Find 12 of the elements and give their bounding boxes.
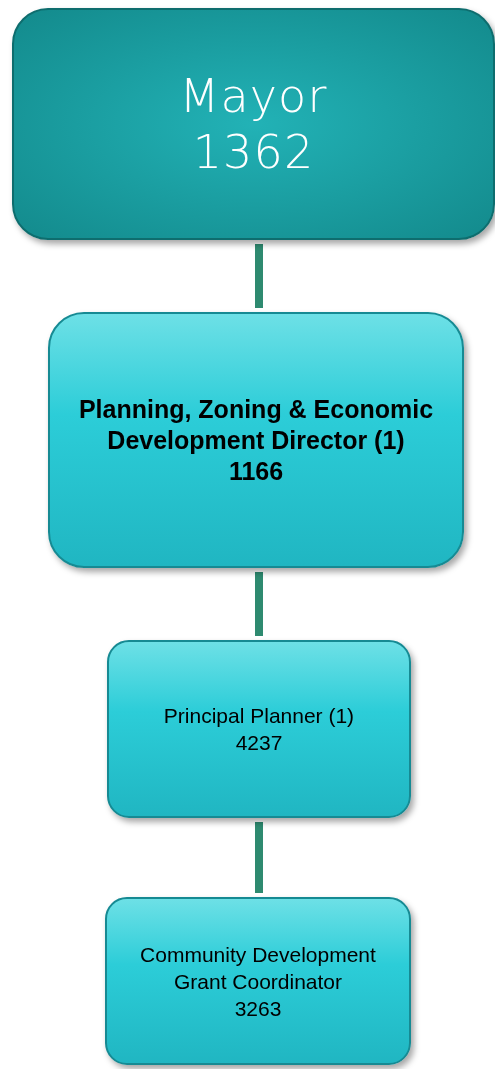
org-box xyxy=(48,312,464,568)
position-title: Principal Planner (1) xyxy=(163,703,355,729)
position-number: 3263 xyxy=(234,995,282,1022)
position-number: 1166 xyxy=(228,455,284,487)
position-title: Planning, Zoning & Economic Development Director (1) xyxy=(77,393,435,456)
org-box xyxy=(12,8,495,240)
position-title: Community Development Grant Coordinator xyxy=(139,941,377,995)
position-title: Mayor xyxy=(179,68,328,124)
org-box xyxy=(105,897,411,1065)
org-box xyxy=(107,640,411,818)
position-number: 4237 xyxy=(235,730,283,756)
position-number: 1362 xyxy=(192,124,315,180)
